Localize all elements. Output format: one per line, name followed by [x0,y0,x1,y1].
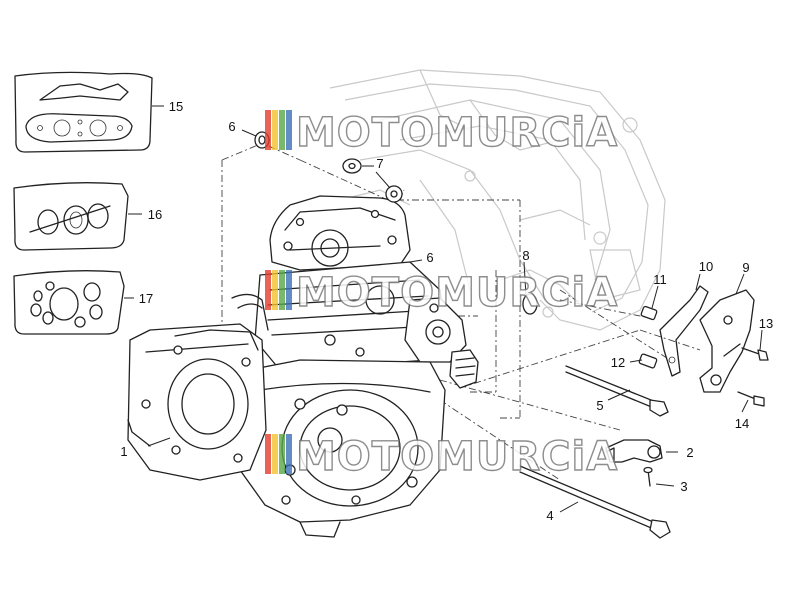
callout-3: 3 [680,479,687,494]
bolt-13[interactable] [741,347,769,361]
watermark-logo-text: MOTOMURCiA [296,270,618,316]
watermark-middle: MOTOMURCiA [265,269,618,317]
watermark-stripe [279,434,285,474]
callout-1: 1 [120,444,127,459]
leader-lines [124,105,763,513]
callout-4: 4 [546,508,553,523]
watermark-stripe [279,110,285,150]
callout-12: 12 [611,355,625,370]
watermark-stripe [265,434,271,474]
bracket-plate-10[interactable] [659,285,709,377]
watermark-bottom: MOTOMURCiA [265,433,618,481]
callout-2: 2 [686,445,693,460]
callout-11: 11 [653,272,667,287]
engine-assembly[interactable] [127,195,479,538]
watermark-stripe [286,270,292,310]
frame-ghost-outline [329,69,666,331]
dowel-pin-11[interactable] [640,305,658,321]
callout-16: 16 [148,207,162,222]
callout-14: 14 [735,416,749,431]
callout-15: 15 [169,99,183,114]
o-ring-kit-bag[interactable] [13,270,125,335]
callout-6-fitting: 6 [426,250,433,265]
callout-9: 9 [742,260,749,275]
callout-13: 13 [759,316,773,331]
watermark-stripe [272,434,278,474]
through-bolt-5[interactable] [565,365,669,417]
watermark-stripe [265,110,271,150]
o-ring-part-8[interactable] [522,293,538,315]
watermark-stripe [279,270,285,310]
watermark-logo-text: MOTOMURCiA [296,434,618,480]
watermark-stripe [272,270,278,310]
screw-3[interactable] [643,466,653,487]
bracket-plate-9[interactable] [699,289,755,393]
watermark-stripe [286,434,292,474]
washer-part-lower[interactable] [385,185,403,203]
watermark-top: MOTOMURCiA [265,109,618,157]
gasket-kit-bag[interactable] [14,71,153,153]
callout-8: 8 [522,248,529,263]
watermark-stripe [286,110,292,150]
washer-part-top[interactable] [342,158,362,174]
callout-17: 17 [139,291,153,306]
gear-shift-lever-2[interactable] [605,439,663,463]
watermark-stripe [265,270,271,310]
callout-10: 10 [699,259,713,274]
watermark-stripe [272,110,278,150]
callout-labels: 1 2 3 4 5 6 6 7 8 9 10 11 12 13 14 15 16… [120,99,773,523]
piston-ring-kit-bag[interactable] [13,182,129,251]
through-bolt-4[interactable] [519,465,671,539]
callout-5: 5 [596,398,603,413]
assembly-dash-lines [221,139,701,481]
watermark-logo-text: MOTOMURCiA [296,110,618,156]
callout-6-cap: 6 [228,119,235,134]
bolt-14[interactable] [737,391,765,407]
callout-7: 7 [376,156,383,171]
dowel-pin-12[interactable] [638,353,658,369]
